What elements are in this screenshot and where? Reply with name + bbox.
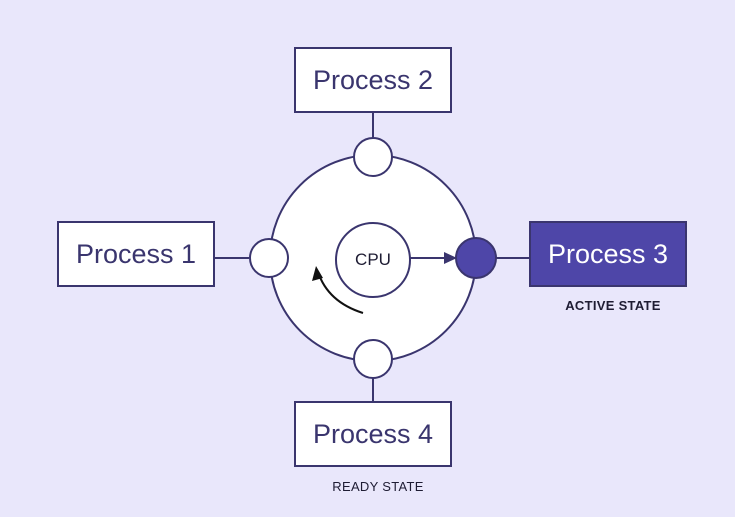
process-3-box: Process 3 — [529, 221, 687, 287]
slot-node-p2 — [353, 137, 393, 177]
cpu-label: CPU — [355, 250, 391, 269]
process-2-box: Process 2 — [294, 47, 452, 113]
slot-node-p3 — [455, 237, 497, 279]
ready-state-label: READY STATE — [332, 479, 424, 494]
active-state-label: ACTIVE STATE — [565, 298, 661, 313]
cpu-circle — [335, 222, 411, 298]
slot-node-p4 — [353, 339, 393, 379]
slot-node-p1 — [249, 238, 289, 278]
process-1-box: Process 1 — [57, 221, 215, 287]
rotation-arrowhead — [312, 266, 323, 281]
dispatch-arrowhead — [444, 252, 457, 264]
process-4-box: Process 4 — [294, 401, 452, 467]
